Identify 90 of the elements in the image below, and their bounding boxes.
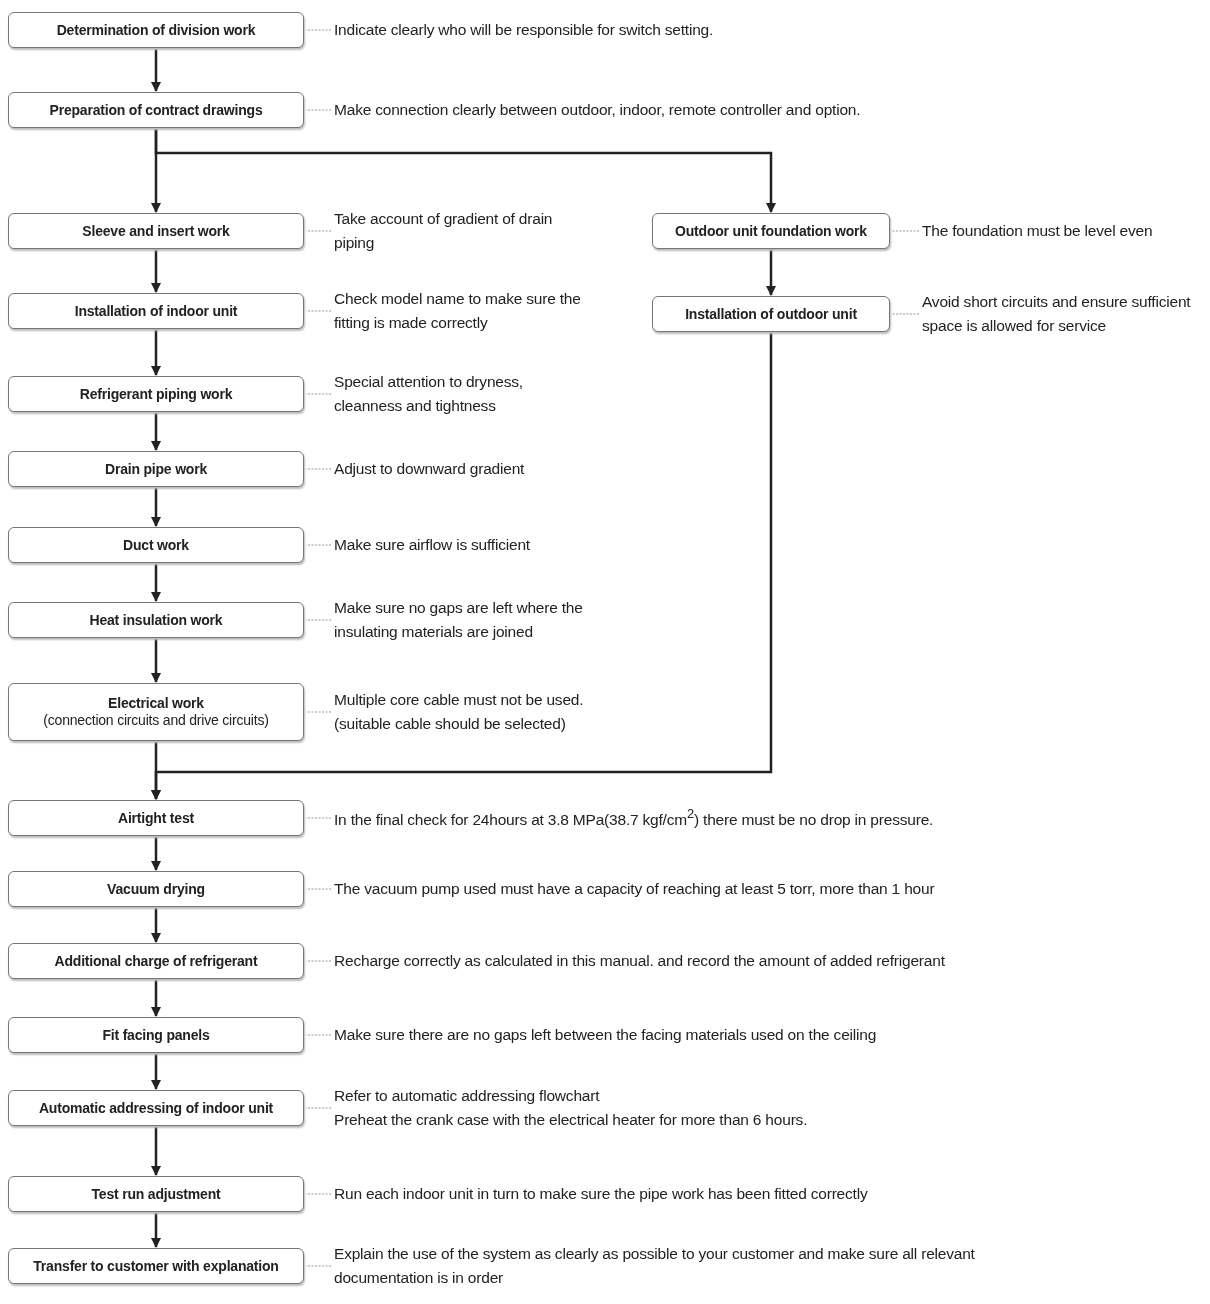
leader-line — [305, 230, 332, 232]
step-label: Sleeve and insert work — [82, 222, 230, 240]
step-label: Vacuum drying — [107, 880, 205, 898]
process-box — [8, 376, 304, 412]
note-text: Preheat the crank case with the electrical heater for more than 6 hours. — [334, 1110, 809, 1130]
step-label: Transfer to customer with explanation — [33, 1257, 279, 1275]
step-label: Automatic addressing of indoor unit — [38, 1099, 274, 1117]
note-text: Multiple core cable must not be used. (suitable cable should be selected) — [334, 688, 634, 736]
leader-line — [305, 29, 332, 31]
flow-arrow — [151, 639, 161, 683]
note-text: Recharge correctly as calculated in this manual. and record the amount of added refrigerant — [334, 949, 1074, 973]
process-box — [8, 871, 304, 907]
note-text: Take account of gradient of drain piping — [334, 207, 594, 255]
flow-arrow — [151, 488, 161, 527]
step-label: Determination of division work — [56, 21, 256, 39]
process-box — [8, 1017, 304, 1053]
leader-line — [305, 1107, 332, 1109]
note-text: Adjust to downward gradient — [334, 457, 1074, 481]
step-label: Electrical work — [108, 694, 204, 712]
flow-arrow — [151, 333, 773, 800]
note-text: Indicate clearly who will be responsible for switch setting. — [334, 18, 1074, 42]
leader-line — [305, 468, 332, 470]
leader-line — [305, 1265, 332, 1267]
process-box — [8, 602, 304, 638]
process-box — [8, 213, 304, 249]
flow-arrow — [151, 1127, 161, 1176]
leader-line — [305, 1193, 332, 1195]
flow-arrow — [151, 564, 161, 602]
note-text: Avoid short circuits and ensure sufficient space is allowed for service — [922, 290, 1207, 338]
step-label: Additional charge of refrigerant — [54, 952, 258, 970]
note-text: Make sure no gaps are left where the insulating materials are joined — [334, 596, 634, 644]
flow-arrow — [154, 129, 776, 213]
flow-arrow — [151, 1213, 161, 1248]
process-box — [8, 12, 304, 48]
leader-line — [305, 393, 332, 395]
process-box — [8, 1090, 304, 1126]
leader-line — [891, 230, 920, 232]
leader-line — [305, 817, 332, 819]
note-text: Run each indoor unit in turn to make sure the pipe work has been fitted correctly — [334, 1182, 1074, 1206]
process-box — [8, 800, 304, 836]
leader-line — [891, 313, 920, 315]
leader-line — [305, 960, 332, 962]
flow-arrow — [151, 837, 161, 871]
step-label: Airtight test — [118, 809, 194, 827]
flow-arrow — [151, 980, 161, 1017]
process-box — [8, 451, 304, 487]
step-label: Fit facing panels — [102, 1026, 210, 1044]
process-box — [652, 213, 890, 249]
process-box — [8, 683, 304, 741]
note-text: Make sure airflow is sufficient — [334, 533, 1074, 557]
process-box — [652, 296, 890, 332]
note-text: Refer to automatic addressing flowchart — [334, 1086, 601, 1106]
step-label: Installation of outdoor unit — [685, 305, 857, 323]
flow-arrow — [151, 49, 161, 92]
note-text: The vacuum pump used must have a capacity of reaching at least 5 torr, more than 1 hour — [334, 877, 1074, 901]
flow-arrow — [151, 330, 161, 376]
note-text: Special attention to dryness, cleanness and tightness — [334, 370, 594, 418]
flow-arrow — [151, 250, 161, 293]
step-label: Heat insulation work — [89, 611, 223, 629]
note-text: Make sure there are no gaps left between the facing materials used on the ceiling — [334, 1023, 1074, 1047]
note-text: Make connection clearly between outdoor, indoor, remote controller and option. — [334, 98, 1074, 122]
leader-line — [305, 888, 332, 890]
step-subtitle: (connection circuits and drive circuits) — [43, 711, 269, 730]
process-box — [8, 1248, 304, 1284]
note-text: The foundation must be level even — [922, 219, 1207, 243]
step-label: Drain pipe work — [105, 460, 207, 478]
process-box — [8, 527, 304, 563]
step-label: Duct work — [123, 536, 189, 554]
note-text: Check model name to make sure the fitting is made correctly — [334, 287, 594, 335]
process-box — [8, 293, 304, 329]
leader-line — [305, 109, 332, 111]
step-label: Installation of indoor unit — [74, 302, 238, 320]
process-box — [8, 1176, 304, 1212]
flow-arrow — [151, 413, 161, 451]
process-box — [8, 92, 304, 128]
process-box — [8, 943, 304, 979]
leader-line — [305, 619, 332, 621]
leader-line — [305, 310, 332, 312]
flow-arrow — [151, 908, 161, 943]
leader-line — [305, 544, 332, 546]
flow-arrow — [151, 1054, 161, 1090]
step-label: Refrigerant piping work — [79, 385, 233, 403]
step-label: Preparation of contract drawings — [49, 101, 263, 119]
leader-line — [305, 711, 332, 713]
step-label: Outdoor unit foundation work — [675, 222, 867, 240]
note-text: In the final check for 24hours at 3.8 MPa(38.7 kgf/cm$^{2}$) there must be no drop in pressure. — [334, 804, 1074, 832]
note-text: Explain the use of the system as clearly as possible to your customer and make sure all relevant documentation is in order — [334, 1242, 1074, 1290]
step-label: Test run adjustment — [91, 1185, 221, 1203]
flow-arrow — [766, 250, 776, 296]
leader-line — [305, 1034, 332, 1036]
